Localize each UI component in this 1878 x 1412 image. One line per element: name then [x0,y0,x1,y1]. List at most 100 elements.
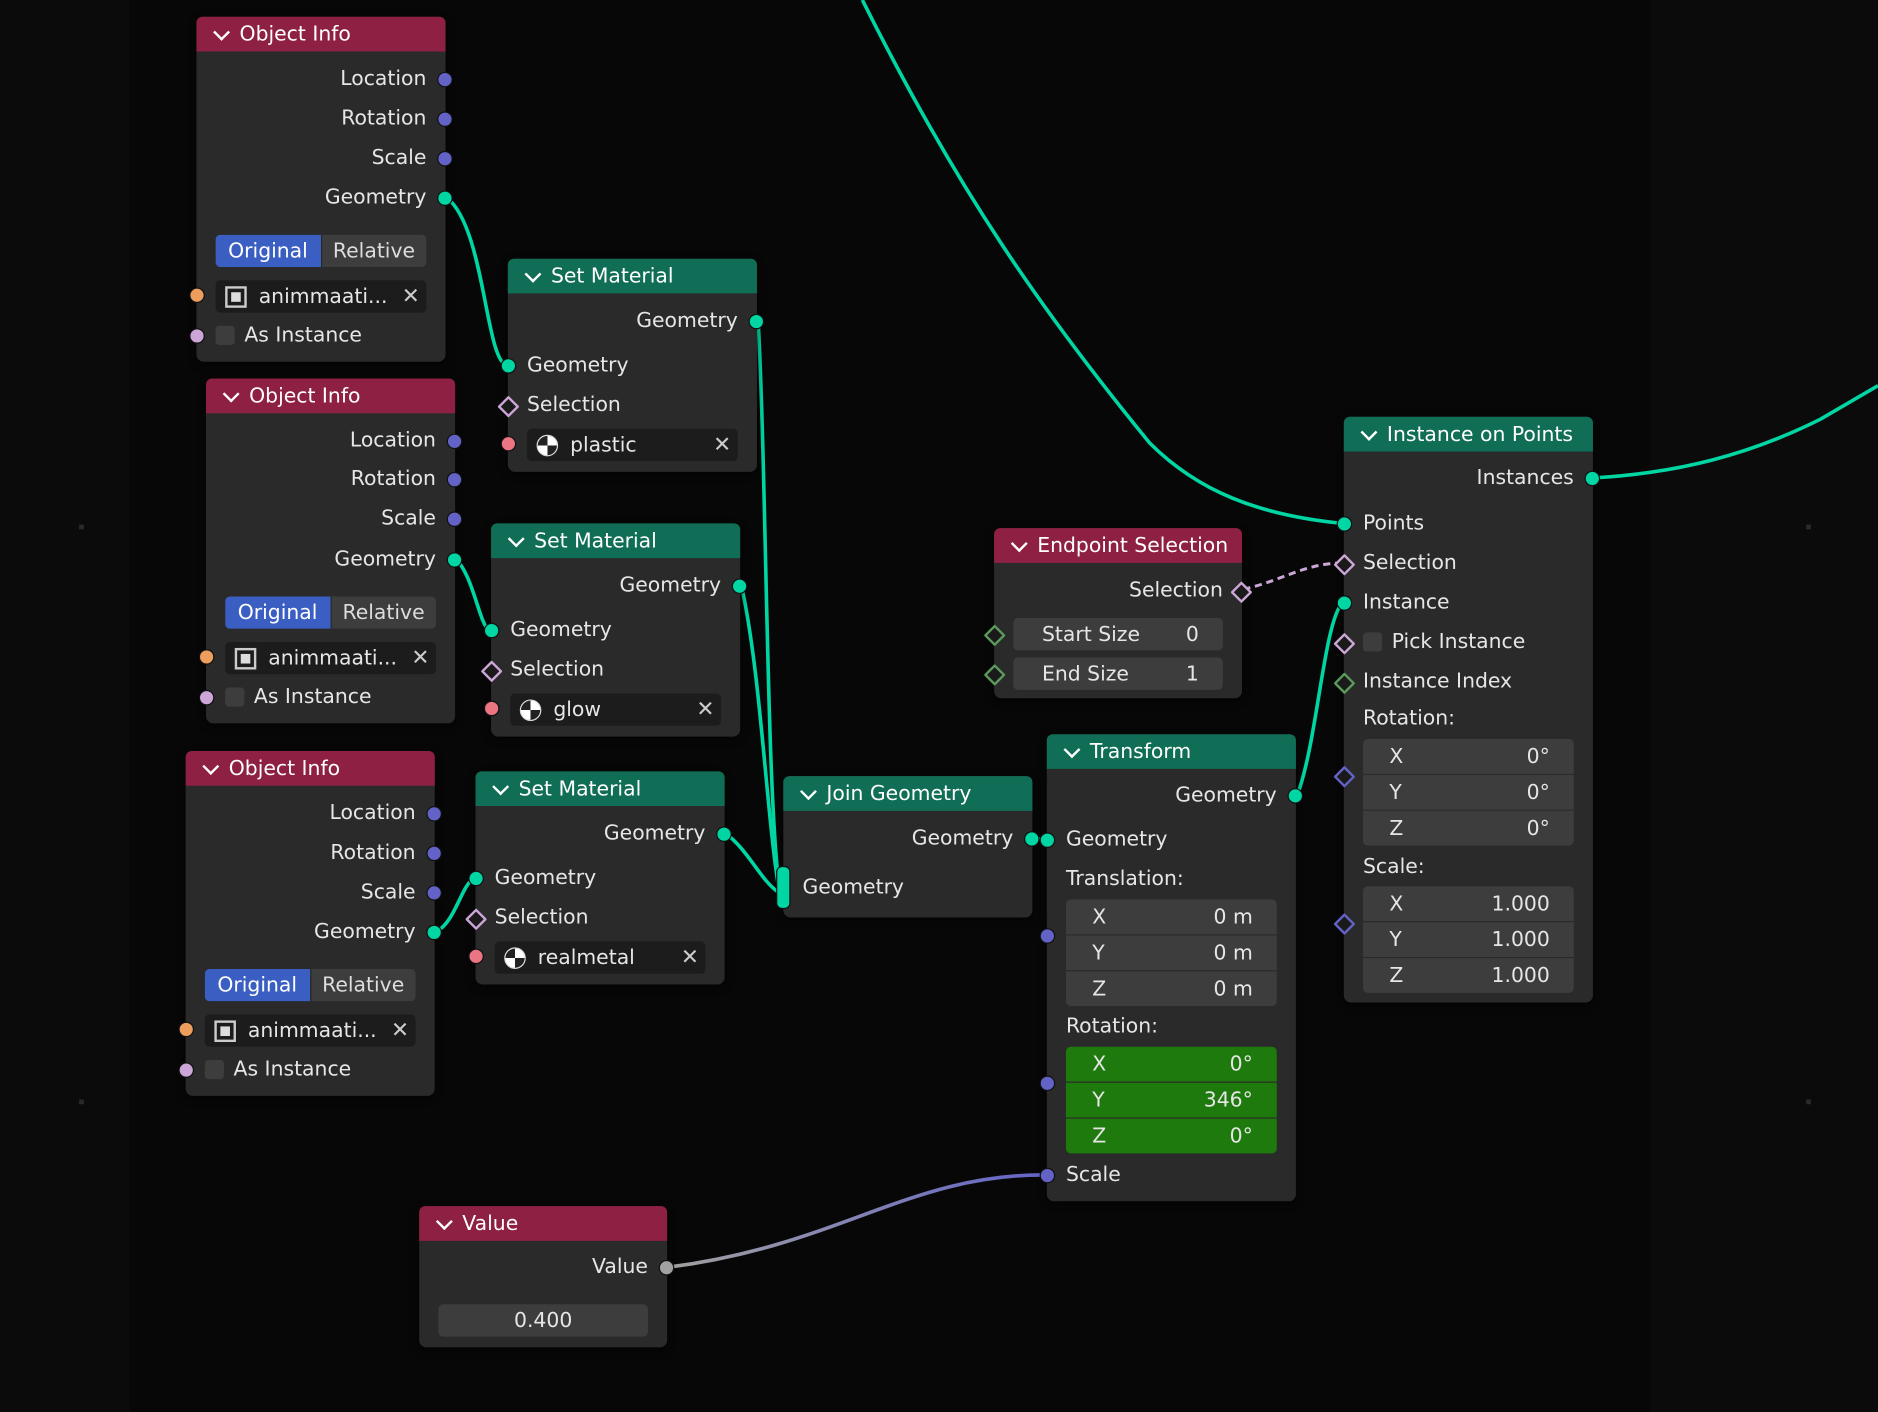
vector-socket[interactable] [426,885,442,901]
collapse-chevron-icon[interactable] [492,777,510,795]
boolean-socket[interactable] [198,689,215,706]
node-header[interactable]: Value [419,1206,668,1241]
clear-material-icon[interactable]: ✕ [696,697,715,723]
node-header[interactable]: Join Geometry [783,776,1033,811]
collapse-chevron-icon[interactable] [524,265,542,283]
value-field[interactable]: 0.400 [438,1304,648,1337]
value-node[interactable]: Value Value 0.400 [419,1206,675,1348]
clear-object-icon[interactable]: ✕ [411,645,430,671]
node-header[interactable]: Set Material [507,258,757,294]
geometry-socket[interactable] [1336,595,1353,611]
collapse-chevron-icon[interactable] [799,782,817,800]
node-header[interactable]: Object Info [185,750,435,786]
instance-on-points-node[interactable]: Instance on Points Instances Points Sele… [1333,416,1601,1003]
relative-option[interactable]: Relative [329,596,436,629]
rotation-socket[interactable] [1039,1075,1056,1092]
collapse-chevron-icon[interactable] [222,384,240,402]
collapse-chevron-icon[interactable] [1360,423,1378,441]
set-material-node-2[interactable]: Set Material Geometry Geometry Selection… [480,523,748,737]
original-option[interactable]: Original [215,234,321,268]
object-socket[interactable] [198,649,215,665]
collapse-chevron-icon[interactable] [1010,534,1028,552]
collapse-chevron-icon[interactable] [213,23,231,41]
object-info-node-3[interactable]: Object Info Location Rotation Scale Geom… [178,750,442,1096]
as-instance-input[interactable]: As Instance [198,683,455,712]
geometry-socket[interactable] [1287,788,1304,804]
as-instance-checkbox[interactable] [225,687,245,707]
node-header[interactable]: Endpoint Selection [994,528,1243,563]
geometry-socket[interactable] [731,578,748,595]
material-socket[interactable] [483,700,500,717]
pick-instance-checkbox[interactable] [1362,632,1383,652]
vector-socket[interactable] [437,150,453,167]
node-header[interactable]: Transform [1046,734,1296,769]
collapse-chevron-icon[interactable] [1063,740,1081,758]
geometry-socket[interactable] [1336,516,1353,532]
node-header[interactable]: Instance on Points [1343,416,1593,452]
vector-socket[interactable] [426,806,442,822]
object-info-node-1[interactable]: Object Info Location Rotation Scale Geom… [189,16,453,362]
multi-input-socket[interactable] [776,865,791,910]
node-header[interactable]: Object Info [206,378,456,414]
object-field[interactable]: animmaati...✕ [198,641,436,675]
material-socket[interactable] [468,948,484,965]
vector-socket[interactable] [1039,1167,1056,1184]
material-field[interactable]: realmetal✕ [468,941,706,974]
clear-object-icon[interactable]: ✕ [401,283,420,310]
as-instance-input[interactable]: As Instance [189,321,445,350]
clear-material-icon[interactable]: ✕ [713,432,732,458]
as-instance-checkbox[interactable] [215,325,235,345]
set-material-node-1[interactable]: Set Material Geometry Geometry Selection… [497,258,765,472]
vector-socket[interactable] [437,71,453,88]
vector-socket[interactable] [446,433,463,450]
geometry-socket[interactable] [1024,831,1040,847]
relative-option[interactable]: Relative [320,234,427,268]
join-geometry-node[interactable]: Join Geometry Geometry Geometry [776,776,1040,918]
geometry-socket[interactable] [446,552,463,568]
geometry-socket[interactable] [426,924,442,941]
as-instance-checkbox[interactable] [204,1059,224,1080]
transform-node[interactable]: Transform Geometry Geometry Translation:… [1039,734,1304,1202]
geometry-socket[interactable] [748,313,765,330]
vector-socket[interactable] [437,111,453,127]
object-field[interactable]: animmaati...✕ [178,1014,416,1047]
object-info-node-2[interactable]: Object Info Location Rotation Scale Geom… [198,378,463,724]
vector-socket[interactable] [446,511,463,527]
object-socket[interactable] [189,287,205,304]
material-socket[interactable] [500,435,517,452]
float-socket[interactable] [658,1259,675,1276]
pick-instance-input[interactable]: Pick Instance [1333,628,1593,657]
vector-socket[interactable] [446,471,463,488]
collapse-chevron-icon[interactable] [435,1212,453,1230]
object-socket[interactable] [178,1021,195,1038]
vector-socket[interactable] [426,845,442,862]
geometry-socket[interactable] [437,190,453,207]
geometry-socket[interactable] [483,622,500,639]
collapse-chevron-icon[interactable] [507,529,525,547]
node-header[interactable]: Set Material [491,523,741,559]
object-field[interactable]: animmaati...✕ [189,280,427,313]
as-instance-input[interactable]: As Instance [178,1055,435,1084]
boolean-socket[interactable] [178,1062,195,1078]
material-field[interactable]: glow✕ [483,693,722,726]
